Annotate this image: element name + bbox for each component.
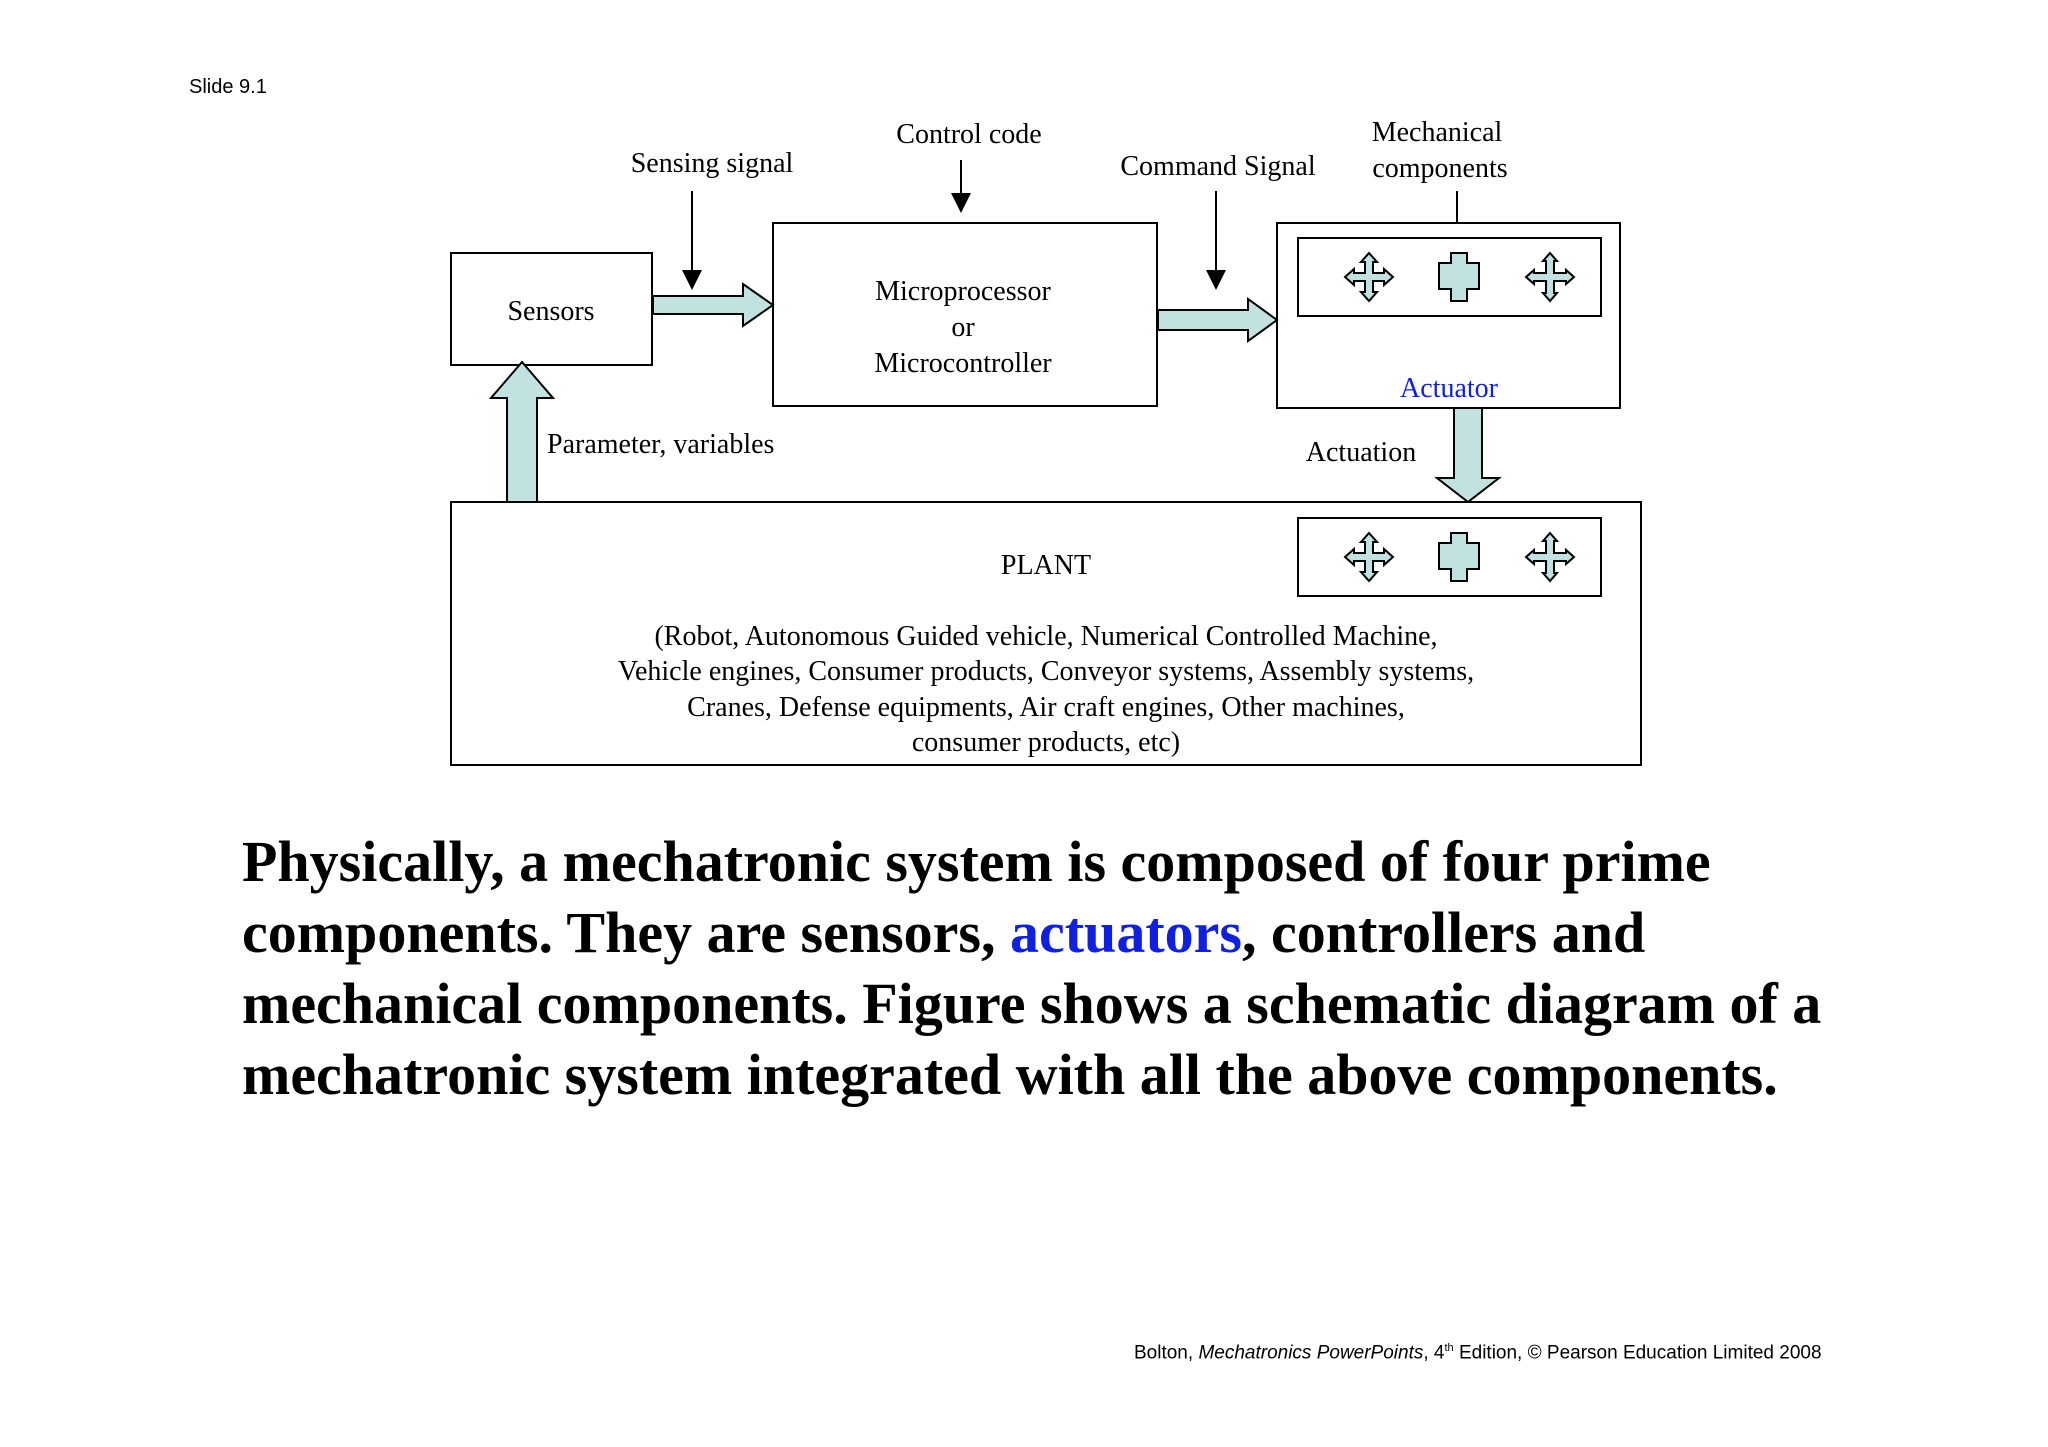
slide-body-text: Physically, a mechatronic system is comp… [242,826,1962,1110]
plant-list-line: Vehicle engines, Consumer products, Conv… [618,656,1474,687]
footer-publisher: Edition, © Pearson Education Limited 200… [1453,1342,1822,1364]
parameter-label: Parameter, variables [547,429,774,460]
footer-book-title: Mechatronics PowerPoints [1198,1342,1424,1364]
footer-edition-suffix: th [1444,1342,1454,1354]
footer-edition: , 4 [1423,1342,1445,1364]
actuator-label: Actuator [1400,373,1499,404]
sensing-flow-arrow [652,282,775,328]
sensors-box [450,252,653,366]
body-text-segment: components. They are sensors, [242,900,1010,965]
actuation-label: Actuation [1306,437,1416,468]
parameter-feedback-arrow [488,360,556,503]
body-line: components. They are sensors, actuators,… [242,897,1962,968]
sensors-label: Sensors [507,296,594,327]
footer-citation: Bolton, Mechatronics PowerPoints, 4th Ed… [1134,1342,1822,1364]
body-line: mechanical components. Figure shows a sc… [242,971,1822,1036]
plant-list-line: consumer products, etc) [912,727,1180,758]
actuation-arrow [1434,407,1502,504]
slide-number: Slide 9.1 [189,76,267,98]
mechanical-components-label-2: components [1372,153,1507,184]
processor-label-2: or [951,312,975,343]
processor-label-1: Microprocessor [875,276,1051,307]
body-line: Physically, a mechatronic system is comp… [242,829,1711,894]
body-line: mechatronic system integrated with all t… [242,1042,1778,1107]
plant-label: PLANT [1001,550,1091,581]
sensing-signal-label: Sensing signal [631,148,794,179]
footer-author: Bolton, [1134,1342,1199,1364]
mechanical-components-label-1: Mechanical [1372,117,1503,148]
processor-label-3: Microcontroller [874,348,1052,379]
actuators-highlight: actuators [1010,900,1242,965]
body-text-segment: , controllers and [1241,900,1646,965]
command-flow-arrow [1157,297,1279,343]
control-code-label: Control code [896,119,1041,150]
command-signal-label: Command Signal [1120,151,1315,182]
processor-box [772,222,1158,407]
plant-list-line: Cranes, Defense equipments, Air craft en… [687,692,1405,723]
plant-list-line: (Robot, Autonomous Guided vehicle, Numer… [654,621,1437,652]
